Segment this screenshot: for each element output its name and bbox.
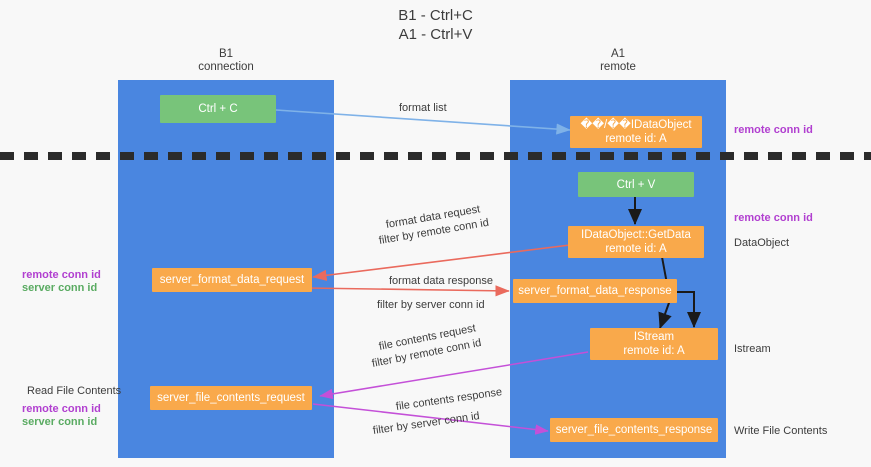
node-ctrl-c[interactable]: Ctrl + C [160, 95, 276, 123]
edge-label-format-data-response-filter: filter by server conn id [377, 298, 485, 312]
node-idataobject-sub: remote id: A [605, 133, 667, 145]
side-label-left-server-conn-id: server conn id [22, 282, 98, 294]
side-label-read-file-contents: Read File Contents [27, 385, 122, 397]
node-getdata-label: IDataObject::GetData [581, 229, 691, 241]
node-server-format-data-response[interactable]: server_format_data_response [513, 279, 677, 303]
node-idataobject-getdata[interactable]: IDataObject::GetData remote id: A [568, 226, 704, 258]
side-label-left-remote-conn-id-2: remote conn id [22, 403, 101, 415]
column-header-left: B1 connection [118, 48, 334, 74]
column-header-right-name: A1 [610, 48, 626, 60]
page-title-line-1: B1 - Ctrl+C [398, 7, 473, 24]
node-server-format-data-response-label: server_format_data_response [518, 285, 672, 297]
column-header-left-name: B1 [218, 48, 234, 60]
side-label-remote-conn-id-top: remote conn id [734, 124, 813, 136]
node-idataobject-label: ��/��IDataObject [580, 119, 692, 131]
side-label-istream: Istream [734, 343, 771, 355]
node-server-format-data-request-label: server_format_data_request [159, 274, 305, 286]
arrow-format-data-response [305, 285, 510, 297]
arrow-file-contents-request [319, 351, 589, 400]
node-server-file-contents-request[interactable]: server_file_contents_request [150, 386, 312, 410]
side-label-write-file-contents: Write File Contents [734, 425, 828, 437]
column-header-right: A1 remote [510, 48, 726, 74]
filter-by-text-2: filter by [377, 299, 416, 311]
node-istream[interactable]: IStream remote id: A [590, 328, 718, 360]
side-label-remote-conn-id-mid: remote conn id [734, 212, 813, 224]
filter-key-server-conn-id-1: server conn id [415, 299, 485, 311]
column-header-right-role: remote [600, 61, 636, 73]
side-label-dataobject: DataObject [734, 237, 790, 249]
arrow-response-to-istream [676, 291, 701, 328]
edge-label-format-data-response: format data response [389, 275, 493, 287]
edge-label-format-list: format list [399, 102, 447, 114]
side-label-left-server-conn-id-2: server conn id [22, 416, 98, 428]
arrow-format-data-request [312, 244, 571, 281]
page-title-line-2: A1 - Ctrl+V [398, 26, 473, 43]
node-idataobject[interactable]: ��/��IDataObject remote id: A [570, 116, 702, 148]
node-server-file-contents-request-label: server_file_contents_request [157, 392, 305, 404]
side-label-left-remote-conn-id: remote conn id [22, 269, 101, 281]
phase-divider [0, 152, 871, 160]
node-ctrl-v-label: Ctrl + V [616, 178, 656, 191]
node-istream-sub: remote id: A [623, 345, 685, 357]
node-server-file-contents-response-label: server_file_contents_response [555, 424, 713, 436]
node-ctrl-c-label: Ctrl + C [198, 103, 238, 115]
node-ctrl-v[interactable]: Ctrl + V [578, 172, 694, 197]
node-server-format-data-request[interactable]: server_format_data_request [152, 268, 312, 292]
node-getdata-sub: remote id: A [605, 243, 667, 255]
node-server-file-contents-response[interactable]: server_file_contents_response [550, 418, 718, 442]
arrow-format-list [275, 109, 571, 135]
column-header-left-role: connection [198, 61, 254, 73]
arrow-file-contents-response [312, 403, 549, 435]
page-title: B1 - Ctrl+C A1 - Ctrl+V [0, 6, 871, 44]
node-istream-label: IStream [633, 331, 675, 343]
